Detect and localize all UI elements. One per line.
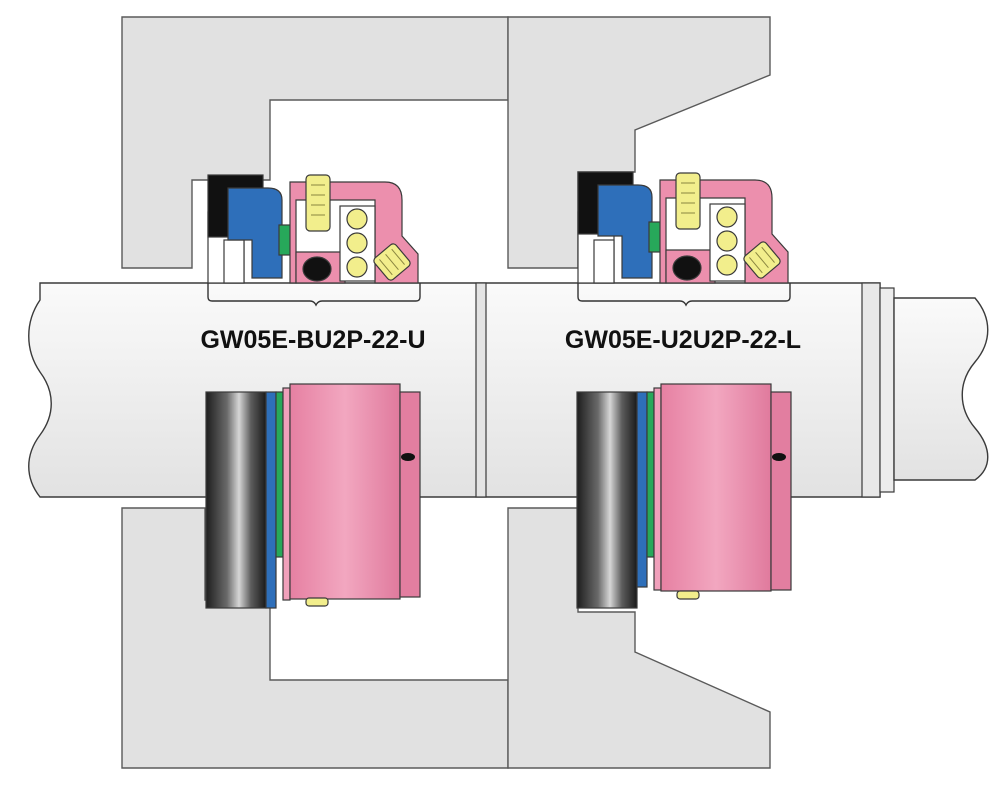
right-seal-screw-hole	[772, 453, 786, 461]
left-seal-brace	[207, 283, 421, 307]
right-seal-brace	[577, 283, 791, 307]
left-seal-screw-hole	[401, 453, 415, 461]
left-seal-exterior	[205, 383, 421, 609]
right-seal-label: GW05E-U2U2P-22-L	[565, 326, 801, 354]
left-seal-label: GW05E-BU2P-22-U	[200, 326, 425, 354]
shaft	[28, 282, 989, 498]
seal-housing	[121, 16, 771, 769]
left-seal-cross-section	[207, 174, 419, 284]
right-seal-cross-section	[577, 171, 789, 284]
right-seal-exterior	[576, 383, 792, 609]
